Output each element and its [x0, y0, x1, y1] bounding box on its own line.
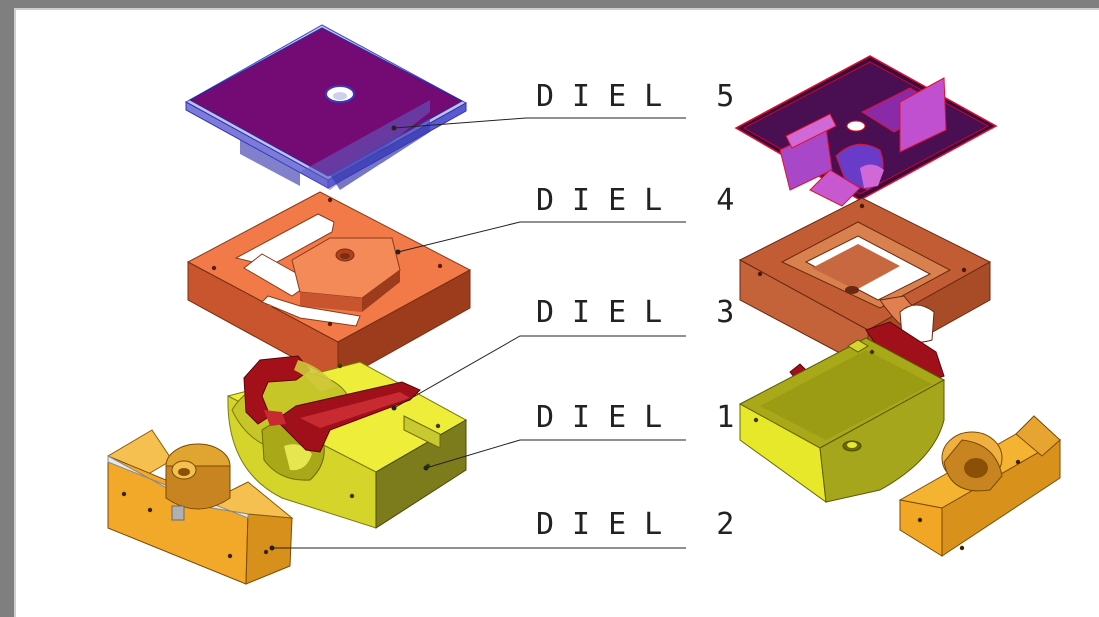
frame-border-left: [0, 0, 14, 617]
label-part-5: DIEL 5: [536, 79, 753, 114]
frame-inner-left: [14, 8, 16, 617]
leader-part-1: [425, 439, 686, 469]
frame-border-top: [0, 0, 1099, 8]
part-4-left: [186, 191, 472, 383]
label-part-1: DIEL 1: [536, 400, 753, 435]
leader-part-4: [397, 221, 686, 253]
leader-dots: [269, 125, 429, 551]
label-part-3: DIEL 3: [536, 295, 753, 330]
label-part-2: DIEL 2: [536, 507, 753, 542]
frame-inner-top: [14, 8, 1099, 10]
label-part-4: DIEL 4: [536, 183, 753, 218]
part-2-left: [107, 429, 294, 585]
leader-part-5: [393, 117, 686, 129]
part-5-right: [734, 55, 998, 207]
part-2-right: [898, 415, 1062, 557]
leader-lines: [272, 117, 686, 549]
part-1-right: [738, 337, 946, 504]
leader-part-3: [393, 335, 686, 409]
part-3-left: [243, 355, 421, 453]
part-5-left: [184, 24, 468, 190]
